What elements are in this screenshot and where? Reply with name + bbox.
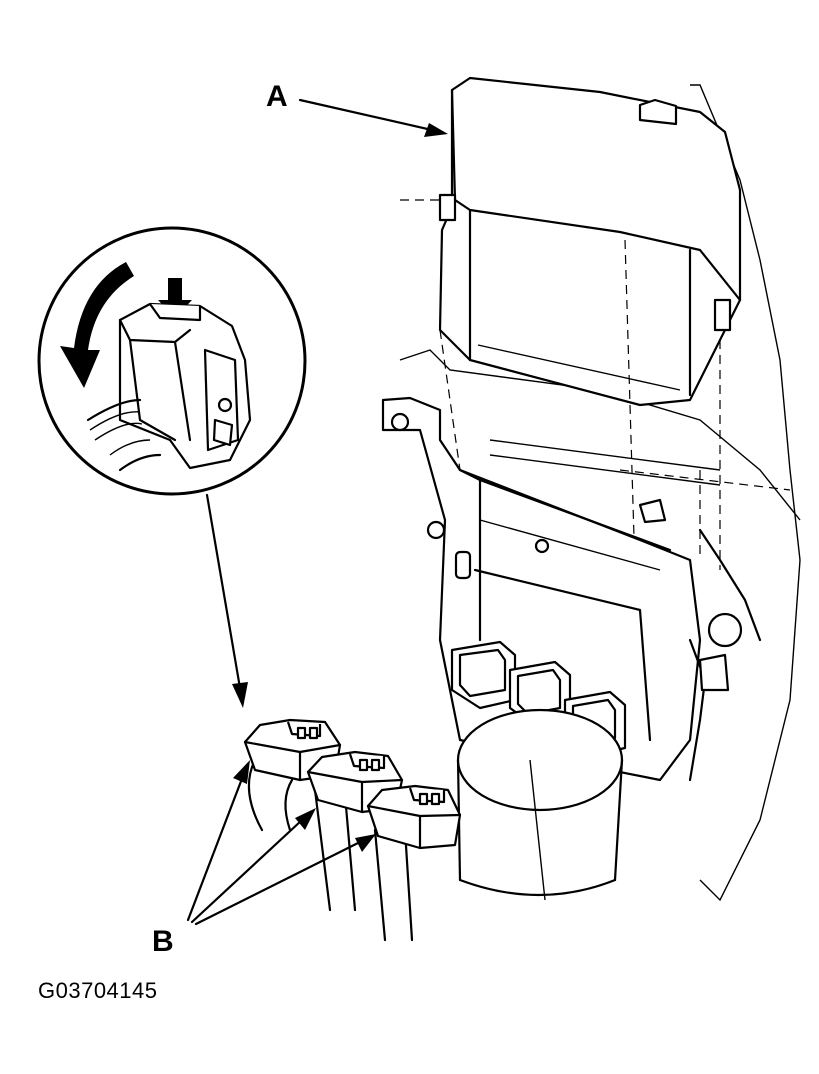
callout-arrow-a [298, 98, 448, 137]
round-component [456, 708, 624, 901]
ecm-cover [438, 76, 742, 571]
callout-label-a: A [266, 80, 288, 113]
unplugged-connectors [243, 718, 462, 942]
callout-label-b: B [152, 925, 174, 958]
connector-detail-inset [37, 226, 307, 496]
detail-arrow [205, 493, 248, 708]
figure-id: G03704145 [38, 978, 158, 1003]
callout-arrows-b [186, 760, 376, 926]
